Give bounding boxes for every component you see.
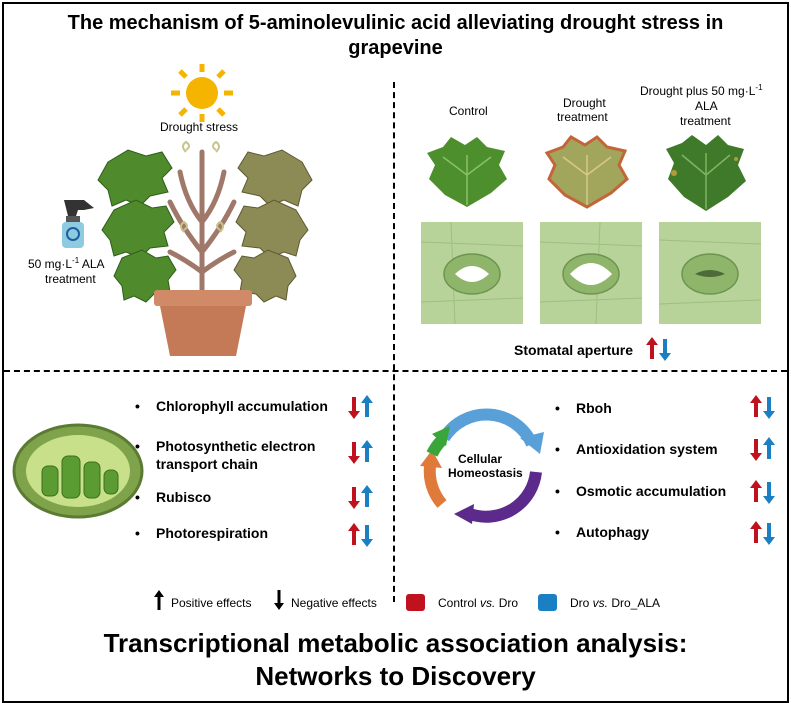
legend-dro-label: Dro vs. Dro_ALA [570, 596, 661, 610]
bullet-1: • [135, 398, 140, 414]
right-item-3-blue-down-arrow [763, 523, 775, 545]
legend-negative-label: Negative effects [291, 596, 377, 610]
bullet-7: • [555, 483, 560, 499]
autophagy-item: Autophagy [576, 524, 650, 540]
antioxidation-arrows [750, 437, 775, 461]
ala-treatment-label: 50 mg·L-1 ALA [28, 256, 105, 271]
bottom-heading-line2: Networks to Discovery [255, 661, 536, 691]
bullet-6: • [555, 441, 560, 457]
left-item-1-blue-up-arrow [361, 440, 373, 462]
photorespiration-arrows [348, 523, 373, 547]
stomatal-aperture-arrows [646, 337, 671, 361]
left-item-2-blue-up-arrow [361, 485, 373, 507]
col-ala-label-1: Drought plus 50 mg·L-1 [640, 83, 763, 98]
bullet-8: • [555, 524, 560, 540]
stomata-drought-image [539, 221, 643, 325]
right-item-2-blue-down-arrow [763, 482, 775, 504]
cellular-homeostasis-cycle [420, 408, 544, 524]
rboh-arrows [750, 395, 775, 419]
left-item-1-red-down-arrow [348, 442, 360, 464]
figure-title-line2: grapevine [348, 37, 443, 59]
grapevine-plant-illustration [97, 140, 313, 356]
figure-title-line1: The mechanism of 5-aminolevulinic acid a… [67, 12, 724, 34]
osmotic-arrows [750, 480, 775, 504]
right-item-1-red-down-arrow [750, 439, 762, 461]
col-ala-label-2: ALA [695, 99, 718, 113]
right-item-3-red-up-arrow [750, 521, 762, 543]
negative-arrow-icon [274, 590, 284, 610]
left-item-0-blue-up-arrow [361, 395, 373, 417]
stomata-control-image [420, 221, 524, 325]
bullet-3: • [135, 489, 140, 505]
legend-control-label: Control vs. Dro [438, 596, 519, 610]
osmotic-item: Osmotic accumulation [576, 483, 727, 499]
chloroplast-illustration [12, 423, 144, 519]
cycle-label-1: Cellular [458, 452, 503, 466]
legend-blue-swatch [538, 594, 557, 611]
drought-leaf-image [544, 135, 629, 209]
legend-red-swatch [406, 594, 425, 611]
electron-transport-arrows [348, 440, 373, 464]
sun-icon [171, 64, 233, 122]
chlorophyll-arrows [348, 395, 373, 419]
rboh-item: Rboh [576, 400, 612, 416]
right-item-0-blue-down-arrow [763, 397, 775, 419]
col-drought-label-2: treatment [557, 110, 608, 124]
stomata-ala-image [658, 222, 762, 324]
col-ala-label-3: treatment [680, 114, 731, 128]
photorespiration-item: Photorespiration [156, 525, 269, 541]
horizontal-divider [4, 370, 787, 372]
vertical-divider [393, 82, 395, 602]
spray-bottle-icon [62, 200, 94, 248]
positive-arrow-icon [154, 590, 164, 610]
antioxidation-item: Antioxidation system [576, 441, 718, 457]
bullet-5: • [555, 400, 560, 416]
rubisco-arrows [348, 485, 373, 509]
left-item-3-blue-down-arrow [361, 525, 373, 547]
chlorophyll-item: Chlorophyll accumulation [156, 398, 328, 414]
left-item-0-red-down-arrow [348, 397, 360, 419]
left-item-3-red-up-arrow [348, 523, 360, 545]
left-item-2-red-down-arrow [348, 487, 360, 509]
right-item-2-red-up-arrow [750, 480, 762, 502]
drought-stress-label: Drought stress [160, 120, 239, 134]
bottom-heading-line1: Transcriptional metabolic association an… [103, 628, 688, 658]
stomatal-aperture-label: Stomatal aperture [514, 342, 634, 358]
ala-leaf-image [666, 135, 746, 211]
bullet-2: • [135, 438, 140, 454]
control-leaf-image [427, 137, 507, 207]
right-item-1-blue-up-arrow [763, 437, 775, 459]
cycle-label-2: Homeostasis [448, 466, 523, 480]
right-item-0-red-up-arrow [750, 395, 762, 417]
electron-transport-item-2: transport chain [156, 456, 258, 472]
bullet-4: • [135, 525, 140, 541]
rubisco-item: Rubisco [156, 489, 212, 505]
legend-positive-label: Positive effects [171, 596, 252, 610]
electron-transport-item-1: Photosynthetic electron [156, 438, 316, 454]
autophagy-arrows [750, 521, 775, 545]
col-control-label: Control [449, 104, 488, 118]
ala-treatment-label-2: treatment [45, 272, 96, 286]
col-drought-label-1: Drought [563, 96, 606, 110]
